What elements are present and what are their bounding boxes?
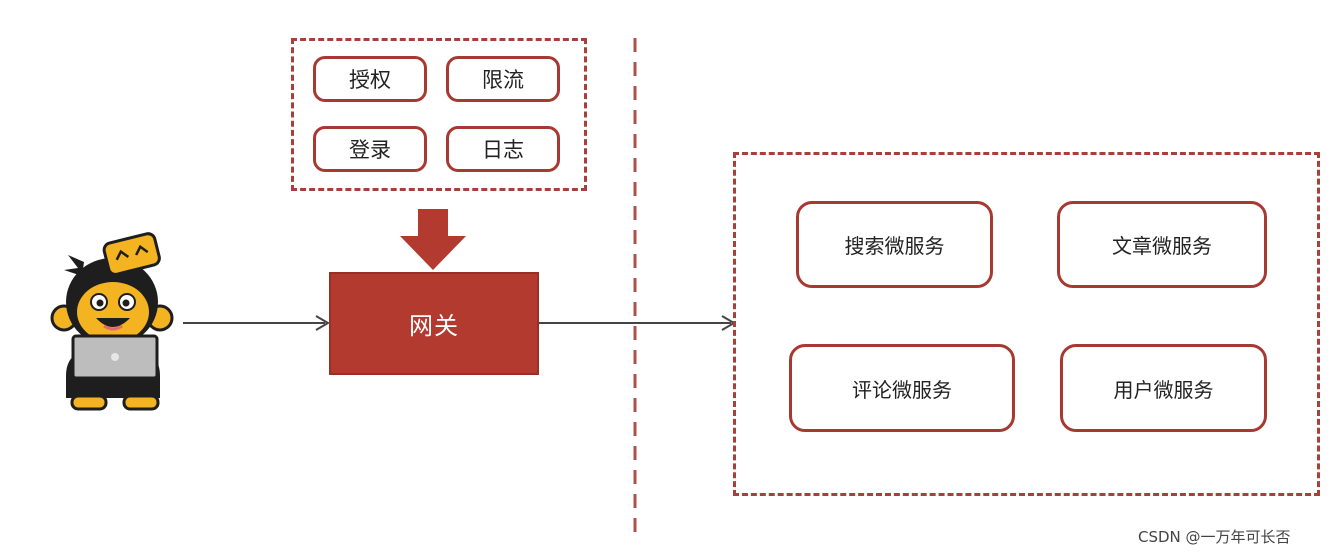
gateway-box: 网关 <box>329 272 539 375</box>
filter-log: 日志 <box>446 126 560 172</box>
down-arrow-icon <box>400 209 466 270</box>
watermark-text: CSDN @一万年可长否 <box>1138 528 1291 546</box>
microservices-group <box>733 152 1320 496</box>
arrow-right-icon <box>183 315 330 331</box>
service-article: 文章微服务 <box>1057 201 1267 288</box>
filter-rate-limit: 限流 <box>446 56 560 102</box>
filter-group <box>291 38 587 191</box>
service-user: 用户微服务 <box>1060 344 1267 432</box>
filter-login: 登录 <box>313 126 427 172</box>
service-search: 搜索微服务 <box>796 201 993 288</box>
programmer-mascot-icon <box>50 232 174 411</box>
filter-authorize: 授权 <box>313 56 427 102</box>
service-comment: 评论微服务 <box>789 344 1015 432</box>
